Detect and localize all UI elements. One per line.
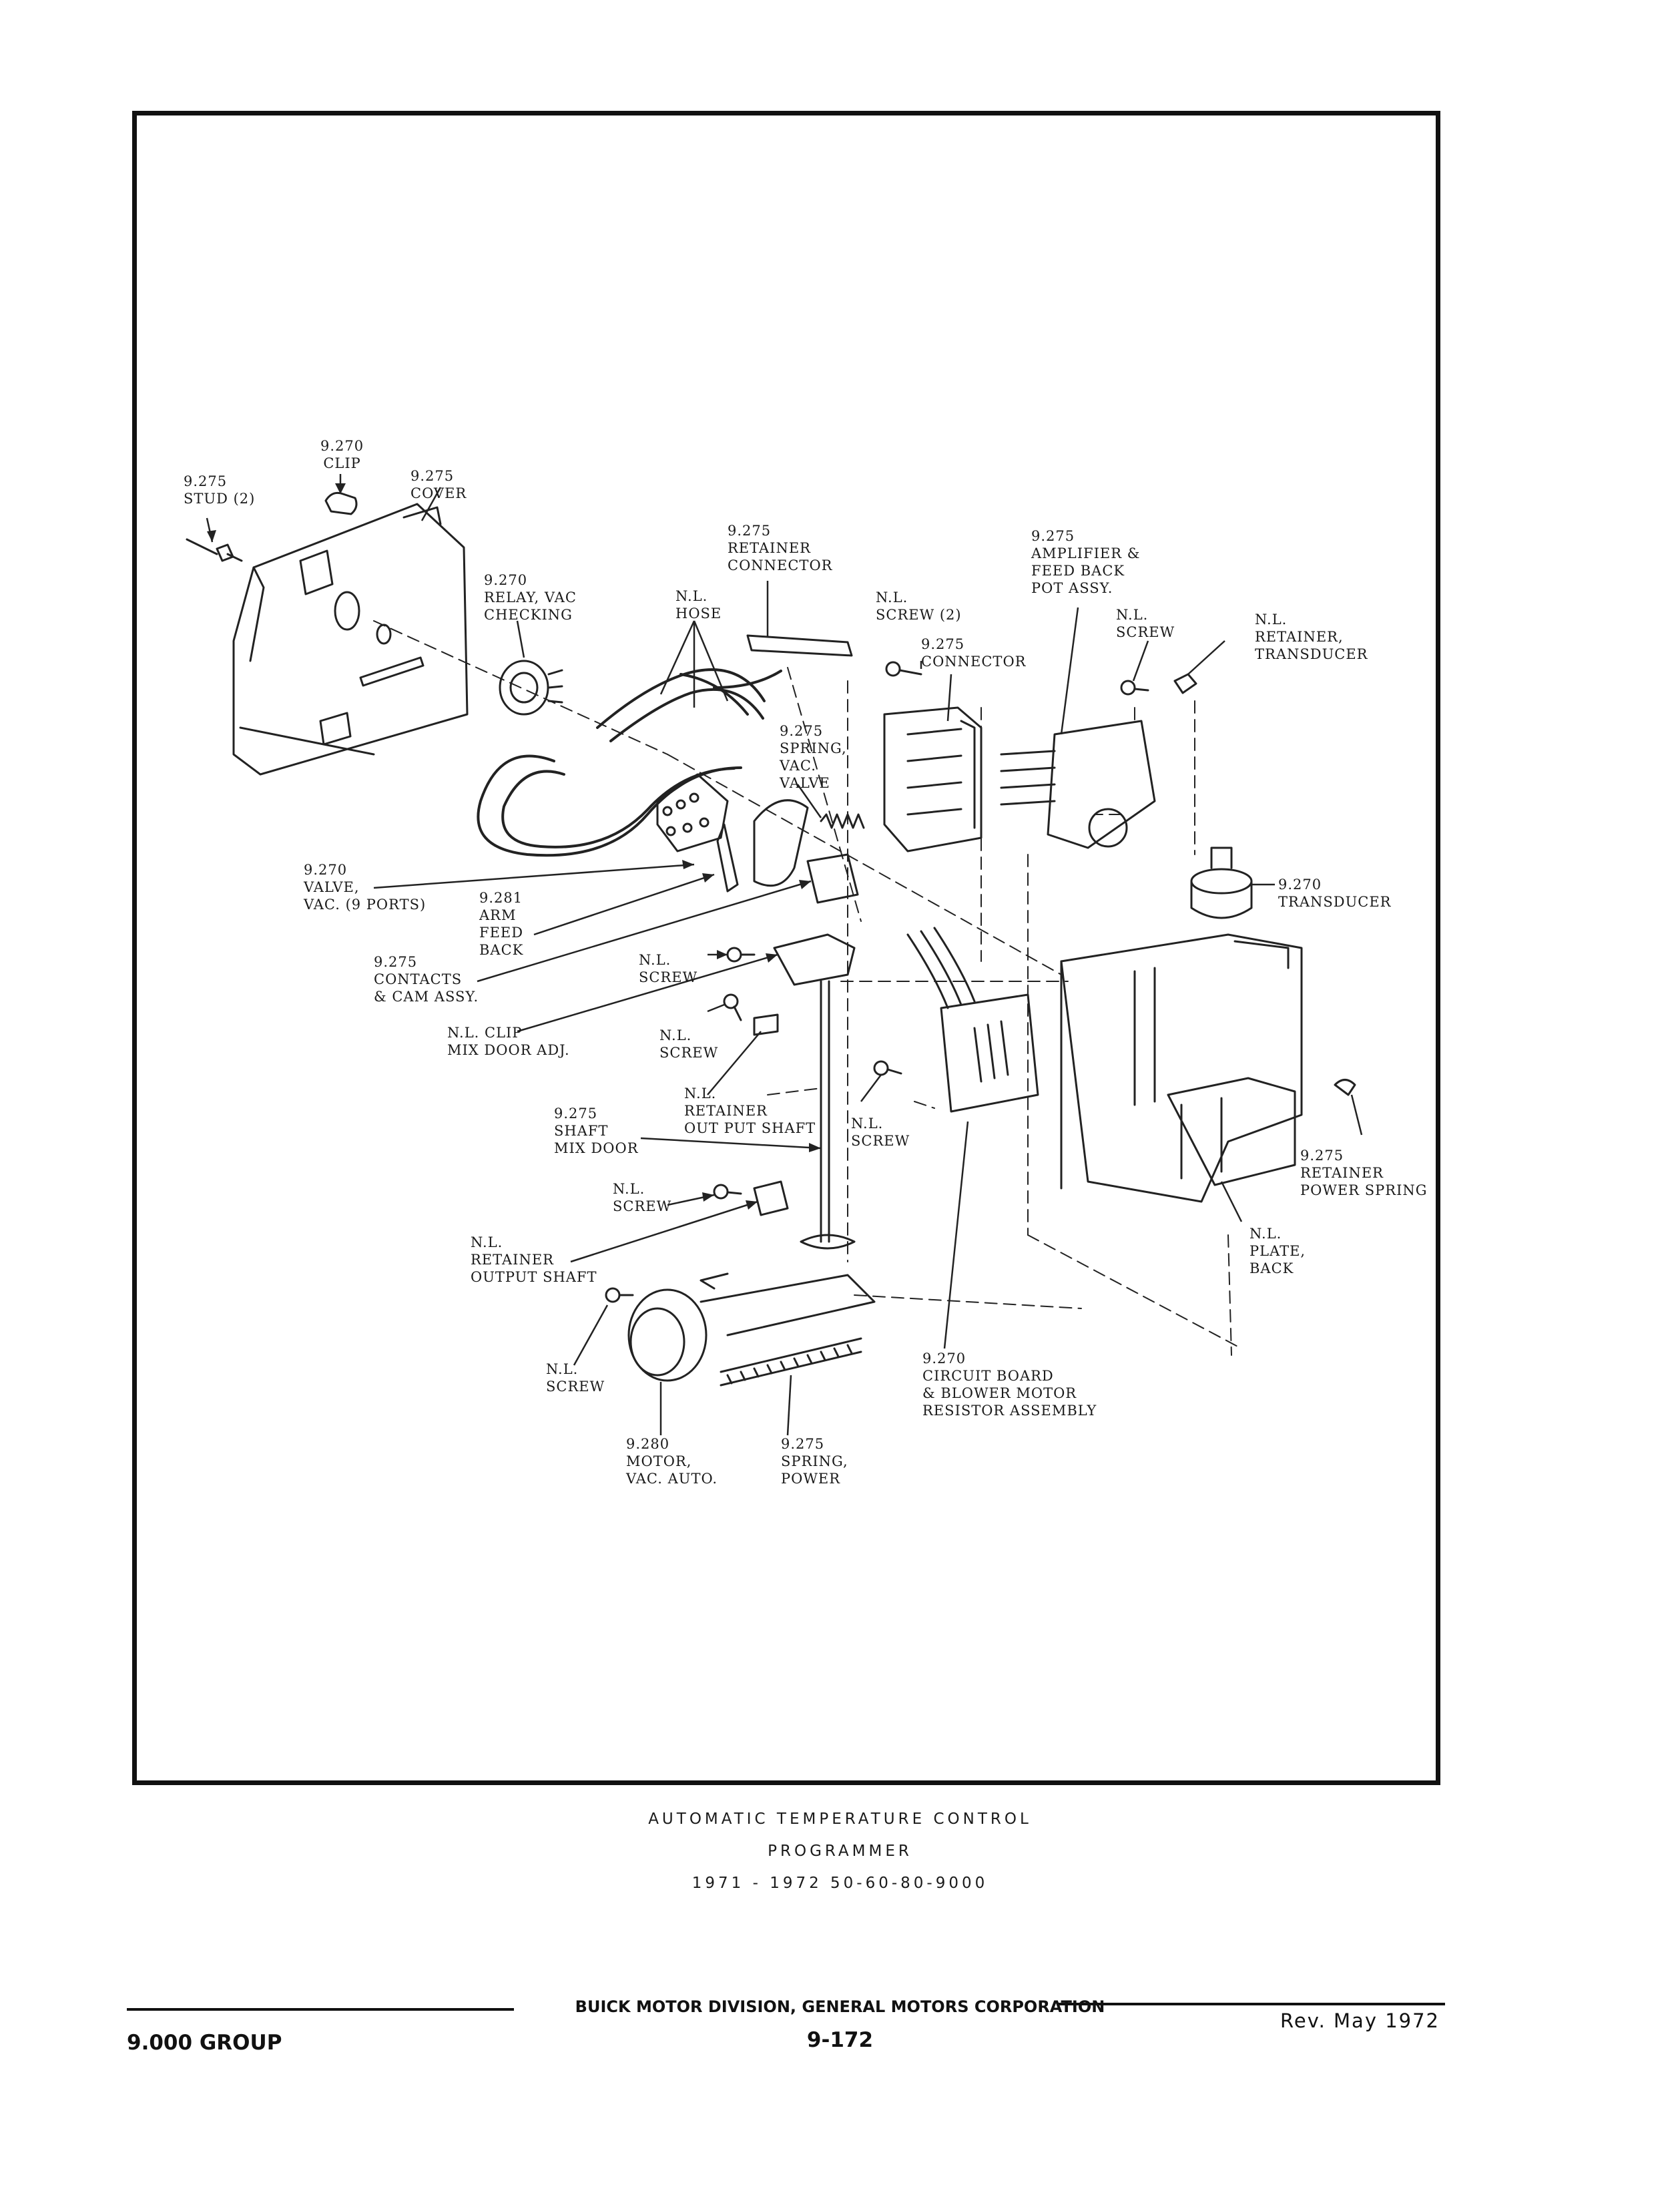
label-screw-board: N.L.SCREW: [851, 1116, 910, 1149]
screw-part: [885, 661, 922, 677]
retainer-transducer-part: [1173, 673, 1197, 694]
clip-mix-door-part: [773, 933, 856, 986]
contacts-cam-part: [753, 799, 859, 904]
leader-lines: [206, 474, 1363, 1436]
label-screw-top: N.L.SCREW: [1116, 607, 1175, 640]
amplifier-part: [1000, 720, 1156, 849]
footer-division: BUICK MOTOR DIVISION, GENERAL MOTORS COR…: [575, 1997, 1105, 2016]
label-plate-back: N.L.PLATE,BACK: [1249, 1226, 1306, 1276]
footer-page-number: 9-172: [806, 2028, 874, 2052]
label-hose: N.L.HOSE: [675, 588, 722, 622]
leader-arrowheads: [207, 483, 821, 1210]
caption-years: 1971 - 1972 50-60-80-9000: [691, 1875, 989, 1892]
hose-part: [477, 668, 782, 857]
retainer-power-spring-part: [1334, 1079, 1356, 1096]
label-screw-2: N.L.SCREW (2): [876, 589, 962, 623]
retainer-out-put-shaft-part: [753, 1013, 779, 1036]
motor-part: [627, 1272, 876, 1382]
footer-rule-right: [1058, 2003, 1445, 2005]
spring-vac-valve-part: [820, 813, 865, 829]
caption-title: AUTOMATIC TEMPERATURE CONTROL: [648, 1810, 1032, 1828]
clip-part: [324, 491, 358, 515]
screw-small-parts: [605, 947, 902, 1303]
footer-group: 9.000 GROUP: [127, 2031, 282, 2055]
footer-revision: Rev. May 1972: [1280, 2009, 1440, 2032]
label-screw-lower: N.L.SCREW: [613, 1181, 672, 1214]
label-screw-motor: N.L.SCREW: [546, 1361, 605, 1395]
circuit-board-part: [906, 927, 1039, 1113]
retainer-connector-part: [746, 634, 853, 657]
connector-part: [883, 706, 983, 852]
label-screw-center: N.L.SCREW: [659, 1027, 719, 1061]
footer-rule-left: [127, 2008, 514, 2011]
programmer-case: [1060, 933, 1303, 1203]
retainer-output-shaft-part: [753, 1180, 789, 1216]
label-retainer-transducer: N.L.RETAINER,TRANSDUCER: [1255, 611, 1368, 662]
valve-part: [656, 773, 729, 852]
stud-part: [186, 538, 243, 562]
relay-part: [499, 660, 563, 716]
transducer-part: [1190, 846, 1253, 919]
power-spring-part: [720, 1337, 862, 1387]
shaft-mix-door-part: [800, 980, 856, 1250]
diagram-frame: [132, 111, 1440, 1785]
label-screw-mid: N.L.SCREW: [639, 952, 698, 985]
screw-top-part: [1120, 680, 1149, 696]
caption-subtitle: PROGRAMMER: [768, 1843, 912, 1860]
arm-feed-back-part: [716, 823, 739, 893]
cover-housing: [232, 503, 469, 776]
